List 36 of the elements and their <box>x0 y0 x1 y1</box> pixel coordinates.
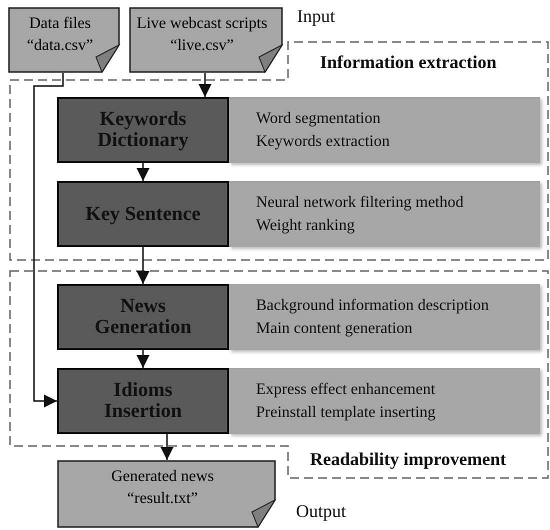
description-text: Express effect enhancement <box>256 380 436 400</box>
document-label: “result.txt” <box>126 489 199 509</box>
description-text: Neural network filtering method <box>256 193 464 213</box>
process-title: Keywords Dictionary <box>96 109 190 151</box>
description-text: Preinstall template inserting <box>256 403 437 423</box>
arrow <box>198 73 212 97</box>
arrow <box>136 247 150 284</box>
description-text: Main content generation <box>256 319 414 339</box>
description-panel <box>229 181 540 247</box>
description-text: Keywords extraction <box>256 132 391 152</box>
process-box <box>57 284 229 350</box>
description-panel <box>229 284 540 350</box>
document-label: Data files <box>28 14 92 34</box>
region-title: Readability improvement <box>310 449 506 470</box>
arrow <box>136 350 150 368</box>
io-label: Output <box>296 501 346 522</box>
process-title: Idioms Insertion <box>103 380 183 422</box>
description-text: Background information description <box>256 296 490 316</box>
document-label: Generated news <box>110 467 215 487</box>
io-label: Input <box>297 6 335 27</box>
document-label: “data.csv” <box>26 36 94 56</box>
arrow <box>33 73 64 408</box>
document-label: “live.csv” <box>169 36 235 56</box>
process-title: News Generation <box>94 296 192 338</box>
process-box <box>57 368 229 434</box>
document-label: Live webcast scripts <box>136 14 268 34</box>
process-title: Key Sentence <box>84 204 202 224</box>
description-panel <box>229 368 540 434</box>
process-box <box>57 97 229 163</box>
arrow <box>160 434 174 460</box>
arrow <box>136 163 150 181</box>
description-panel <box>229 97 540 163</box>
description-text: Weight ranking <box>256 216 356 236</box>
region-title: Information extraction <box>320 52 496 73</box>
description-text: Word segmentation <box>256 109 382 129</box>
process-box <box>57 181 229 247</box>
